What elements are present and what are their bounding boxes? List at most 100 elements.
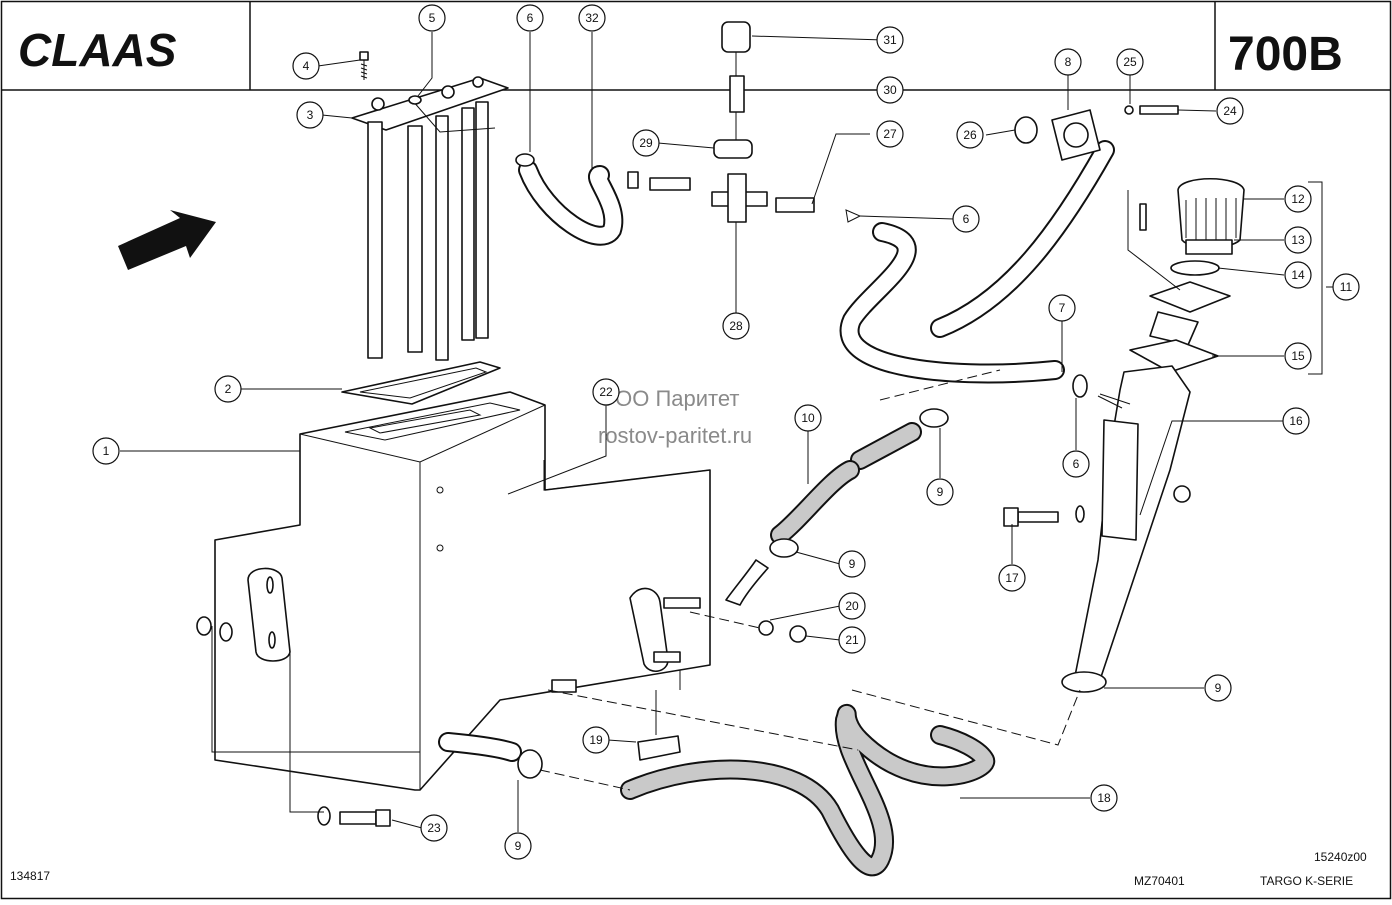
- callout-7: 7: [1048, 294, 1076, 322]
- callout-label: 3: [307, 108, 314, 122]
- callout-label: 8: [1065, 55, 1072, 69]
- callout-circle: [516, 4, 544, 32]
- callout-circle: [292, 52, 320, 80]
- callout-label: 23: [427, 821, 441, 835]
- callout-circle: [1054, 48, 1082, 76]
- screw-24: [1139, 105, 1179, 115]
- watermark: ООО Паритет rostov-paritet.ru: [598, 386, 752, 448]
- callout-1: 1: [92, 437, 120, 465]
- o-ring-26: [1014, 116, 1038, 144]
- callout-8: 8: [1054, 48, 1082, 76]
- callout-label: 27: [883, 127, 897, 141]
- callout-label: 5: [429, 11, 436, 25]
- callout-6: 6: [516, 4, 544, 32]
- callout-29: 29: [632, 129, 660, 157]
- callout-12: 12: [1284, 185, 1312, 213]
- callout-circle: [1062, 450, 1090, 478]
- footer-left-code: 134817: [10, 869, 50, 883]
- leader-lines: [120, 32, 1338, 832]
- callout-circle: [838, 592, 866, 620]
- callout-24: 24: [1216, 97, 1244, 125]
- callout-15: 15: [1284, 342, 1312, 370]
- callout-label: 9: [937, 485, 944, 499]
- callout-9: 9: [926, 478, 954, 506]
- callout-label: 18: [1097, 791, 1111, 805]
- callout-21: 21: [838, 626, 866, 654]
- callout-label: 16: [1289, 414, 1303, 428]
- drain-plug-19: [637, 735, 681, 761]
- callout-14: 14: [1284, 261, 1312, 289]
- callout-label: 6: [1073, 457, 1080, 471]
- callout-circle: [1284, 185, 1312, 213]
- watermark-company: ООО Паритет: [598, 386, 739, 411]
- callout-label: 21: [845, 633, 859, 647]
- callout-circle: [1284, 226, 1312, 254]
- stud-plate: [629, 587, 807, 672]
- callout-label: 14: [1291, 268, 1305, 282]
- callout-28: 28: [722, 312, 750, 340]
- filler-neck-assembly: [1003, 177, 1245, 693]
- watermark-website: rostov-paritet.ru: [598, 423, 752, 448]
- callout-label: 9: [515, 839, 522, 853]
- callout-32: 32: [578, 4, 606, 32]
- callout-9: 9: [504, 832, 532, 860]
- callout-label: 6: [963, 212, 970, 226]
- tank-gasket: [341, 361, 501, 405]
- callout-18: 18: [1090, 784, 1118, 812]
- callout-circle: [722, 312, 750, 340]
- callout-2: 2: [214, 375, 242, 403]
- callout-circle: [838, 550, 866, 578]
- model-number: 700B: [1228, 28, 1343, 81]
- callout-circle: [632, 129, 660, 157]
- callout-label: 1: [103, 444, 110, 458]
- callout-circle: [1090, 784, 1118, 812]
- callout-label: 32: [585, 11, 599, 25]
- callout-circle: [926, 478, 954, 506]
- callout-circle: [592, 378, 620, 406]
- callout-circle: [1284, 342, 1312, 370]
- callout-label: 10: [801, 411, 815, 425]
- callout-30: 30: [876, 76, 904, 104]
- callout-label: 12: [1291, 192, 1305, 206]
- callout-19: 19: [582, 726, 610, 754]
- callout-circle: [504, 832, 532, 860]
- callout-label: 17: [1005, 571, 1019, 585]
- fuel-tank: [214, 391, 711, 791]
- callout-label: 28: [729, 319, 743, 333]
- footer-series: TARGO K-SERIE: [1260, 874, 1353, 888]
- callout-circle: [418, 4, 446, 32]
- nut-21: [789, 625, 807, 643]
- callout-16: 16: [1282, 407, 1310, 435]
- callout-label: 7: [1059, 301, 1066, 315]
- callout-6: 6: [1062, 450, 1090, 478]
- callout-label: 22: [599, 385, 613, 399]
- callout-circle: [296, 101, 324, 129]
- callout-3: 3: [296, 101, 324, 129]
- callout-circle: [578, 4, 606, 32]
- callout-label: 20: [845, 599, 859, 613]
- bolt-23: [339, 811, 377, 825]
- callout-31: 31: [876, 26, 904, 54]
- callout-label: 13: [1291, 233, 1305, 247]
- callout-label: 24: [1223, 104, 1237, 118]
- callout-circle: [582, 726, 610, 754]
- callout-label: 30: [883, 83, 897, 97]
- callout-27: 27: [876, 120, 904, 148]
- callout-circle: [956, 121, 984, 149]
- callout-11: 11: [1332, 273, 1360, 301]
- callout-label: 2: [225, 382, 232, 396]
- callout-circle: [876, 76, 904, 104]
- tank-bracket: [196, 567, 391, 827]
- washer-20: [758, 620, 774, 636]
- callout-label: 15: [1291, 349, 1305, 363]
- callout-10: 10: [794, 404, 822, 432]
- callout-22: 22: [592, 378, 620, 406]
- callout-label: 4: [303, 59, 310, 73]
- callout-circle: [420, 814, 448, 842]
- callout-circle: [1282, 407, 1310, 435]
- callout-circle: [794, 404, 822, 432]
- hose-clamp-9-bottom: [517, 749, 543, 779]
- callout-circle: [214, 375, 242, 403]
